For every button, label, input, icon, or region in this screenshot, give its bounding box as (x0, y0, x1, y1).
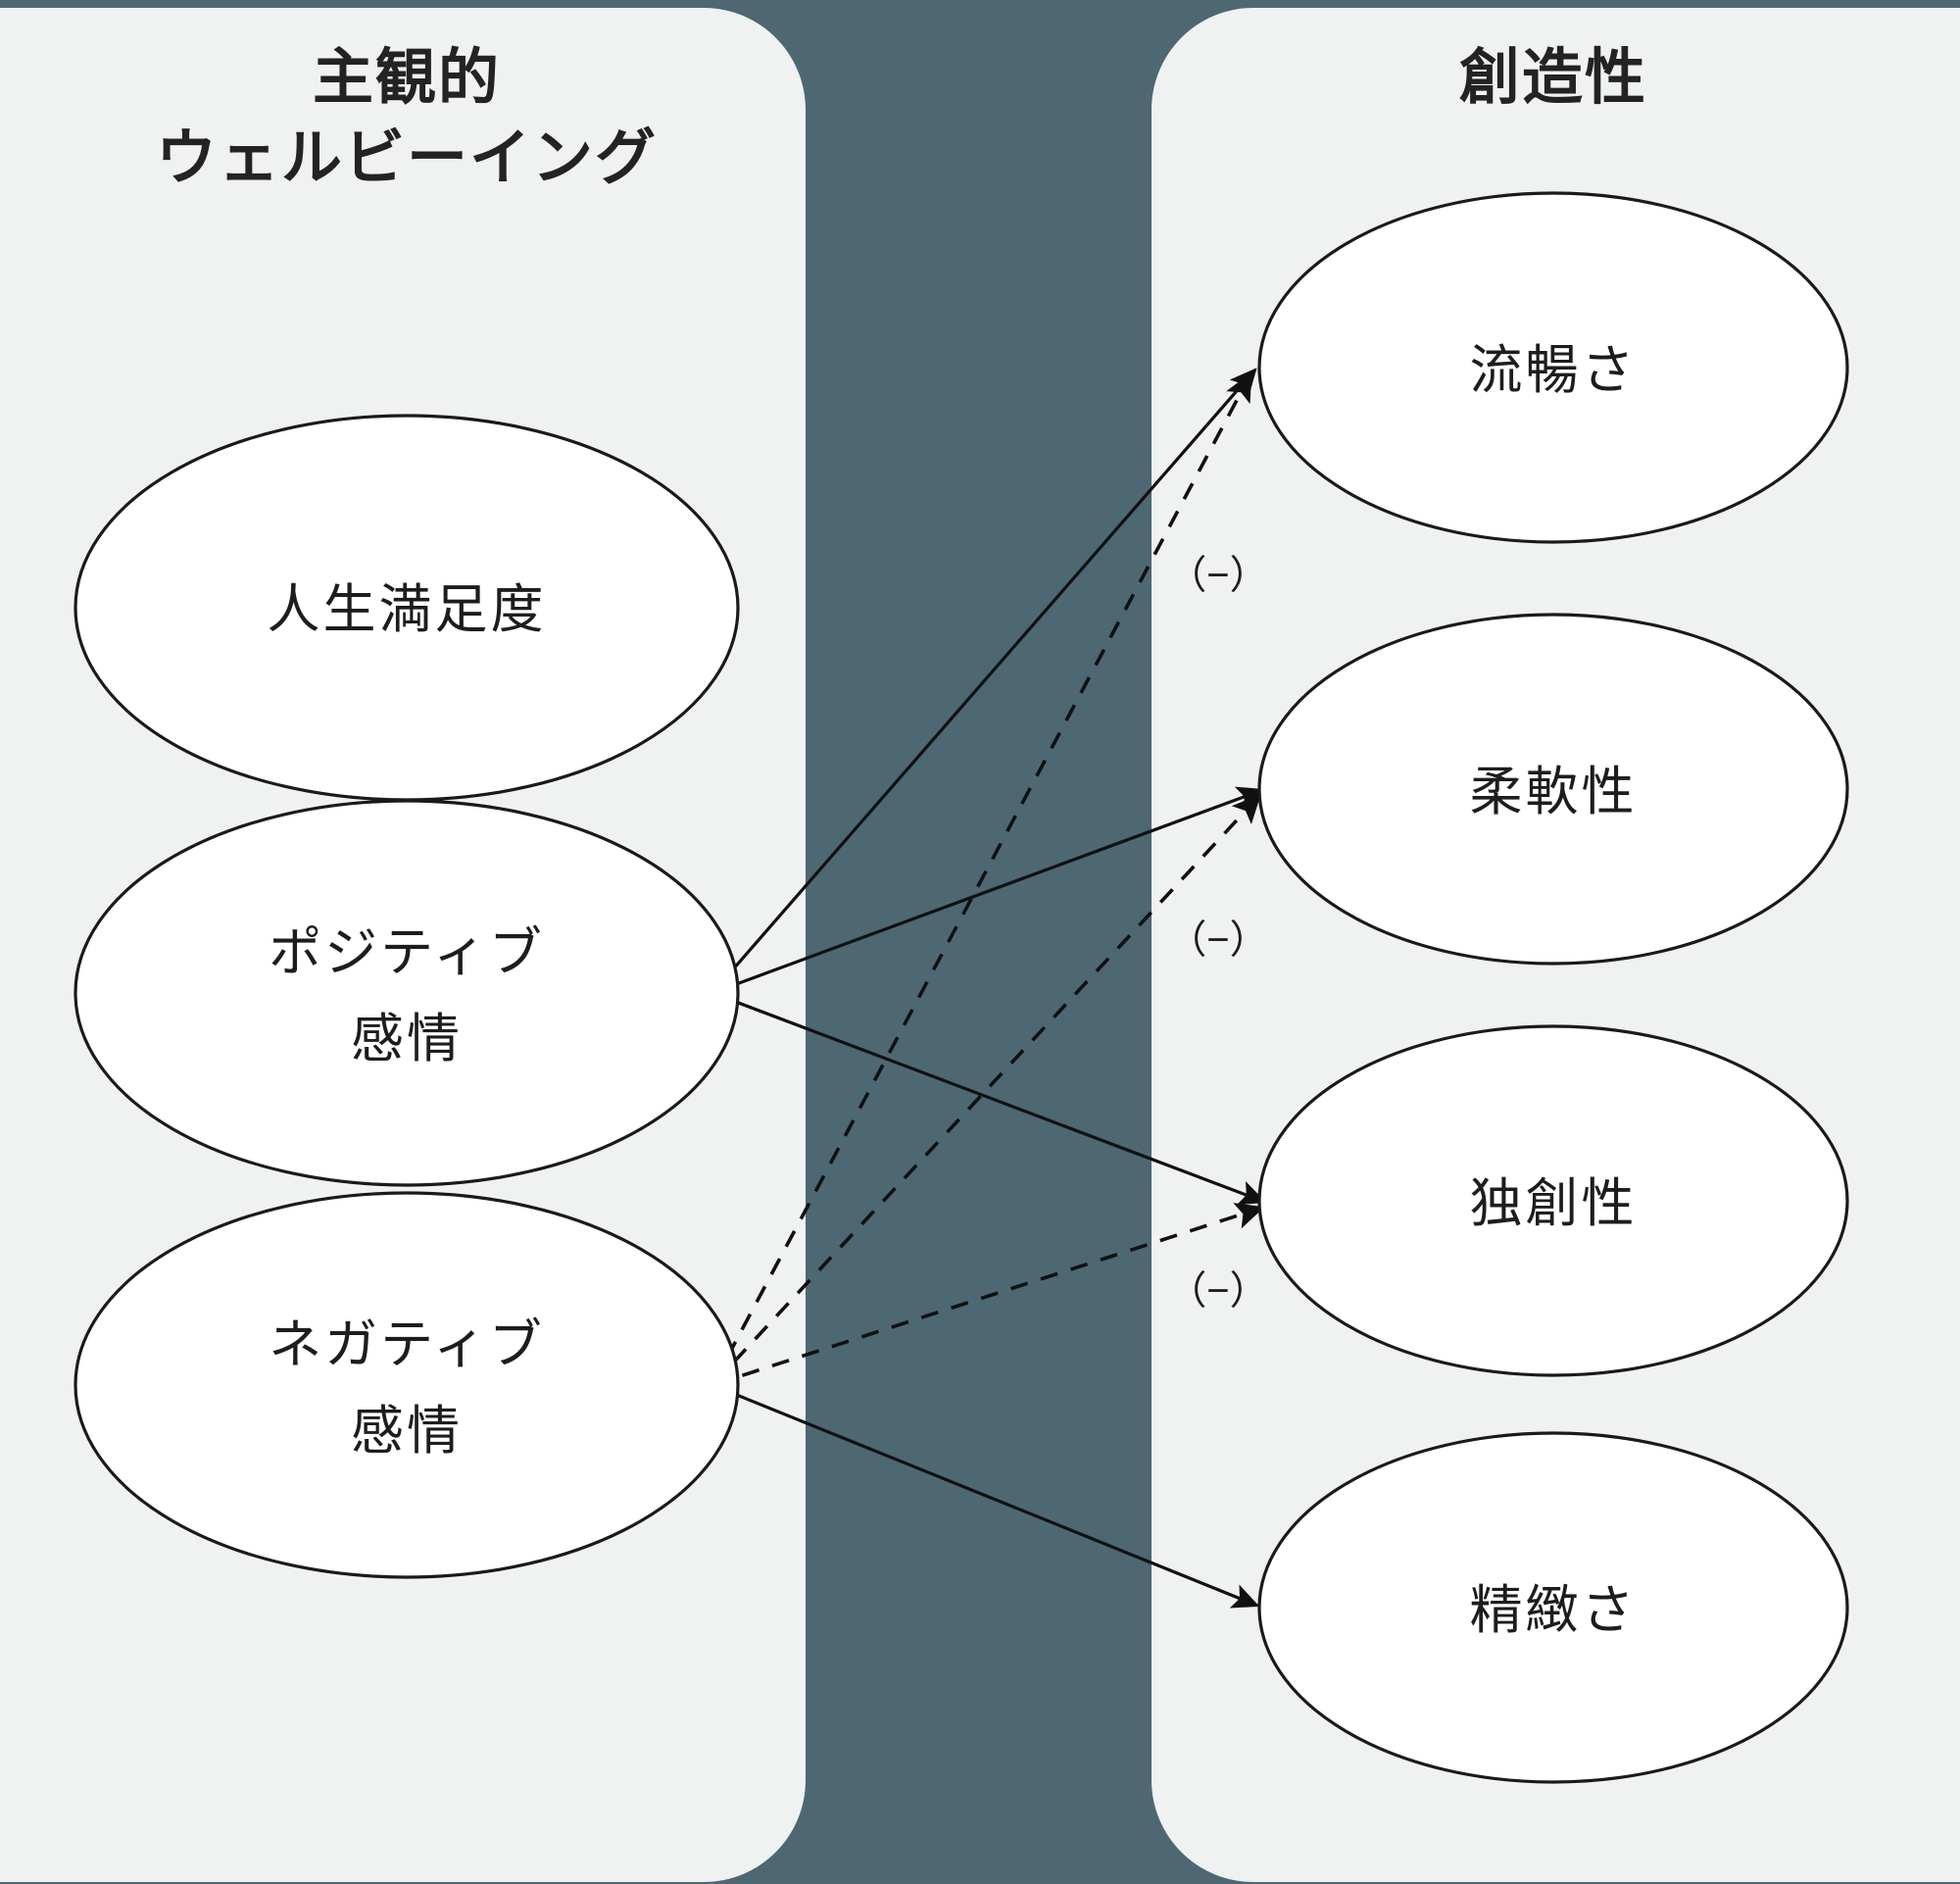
node-negative-affect-shape[interactable] (74, 1191, 740, 1579)
node-fluency[interactable]: 流暢さ (1257, 191, 1849, 544)
node-originality[interactable]: 独創性 (1257, 1024, 1849, 1377)
node-originality-label: 独創性 (1470, 1174, 1638, 1233)
sign-label-originality: （−） (1167, 1269, 1268, 1313)
node-positive-affect[interactable]: ポジティブ 感情 (74, 799, 740, 1187)
left-panel-title-line1: 主観的 (313, 44, 501, 112)
edge-layer (710, 368, 1267, 1609)
node-fluency-shape[interactable] (1257, 191, 1849, 544)
node-fluency-label: 流暢さ (1470, 341, 1638, 400)
edge-positive-to-flexibility (711, 786, 1265, 995)
node-flexibility-shape[interactable] (1257, 613, 1849, 966)
node-negative-affect-label-line1: ネガティブ (269, 1315, 545, 1374)
edge-negative-to-elaboration (711, 1383, 1260, 1609)
node-flexibility[interactable]: 柔軟性 (1257, 613, 1849, 966)
node-elaboration[interactable]: 精緻さ (1257, 1431, 1849, 1784)
right-panel-title: 創造性 (1459, 44, 1647, 112)
node-positive-affect-label-line2: 感情 (351, 1010, 463, 1068)
edge-negative-to-originality (711, 1203, 1265, 1387)
node-life-satisfaction[interactable]: 人生満足度 (74, 414, 740, 802)
node-flexibility-label: 柔軟性 (1470, 763, 1638, 821)
node-positive-affect-label-line1: ポジティブ (269, 923, 545, 982)
node-originality-shape[interactable] (1257, 1024, 1849, 1377)
edge-positive-to-originality (711, 991, 1267, 1206)
node-elaboration-label: 精緻さ (1470, 1581, 1638, 1640)
edge-negative-to-flexibility (710, 794, 1261, 1387)
node-positive-affect-shape[interactable] (74, 799, 740, 1187)
left-panel-title-line2: ウェルビーイング (156, 124, 658, 192)
sign-label-flexibility: （−） (1167, 918, 1268, 962)
node-life-satisfaction-label: 人生満足度 (268, 580, 547, 639)
edge-negative-to-fluency (710, 372, 1252, 1386)
node-negative-affect[interactable]: ネガティブ 感情 (74, 1191, 740, 1579)
node-elaboration-shape[interactable] (1257, 1431, 1849, 1784)
node-negative-affect-label-line2: 感情 (351, 1402, 463, 1461)
sign-label-layer: （−） （−） （−） (1167, 554, 1268, 1313)
sign-label-fluency: （−） (1167, 554, 1268, 597)
edge-positive-to-fluency (710, 368, 1257, 995)
